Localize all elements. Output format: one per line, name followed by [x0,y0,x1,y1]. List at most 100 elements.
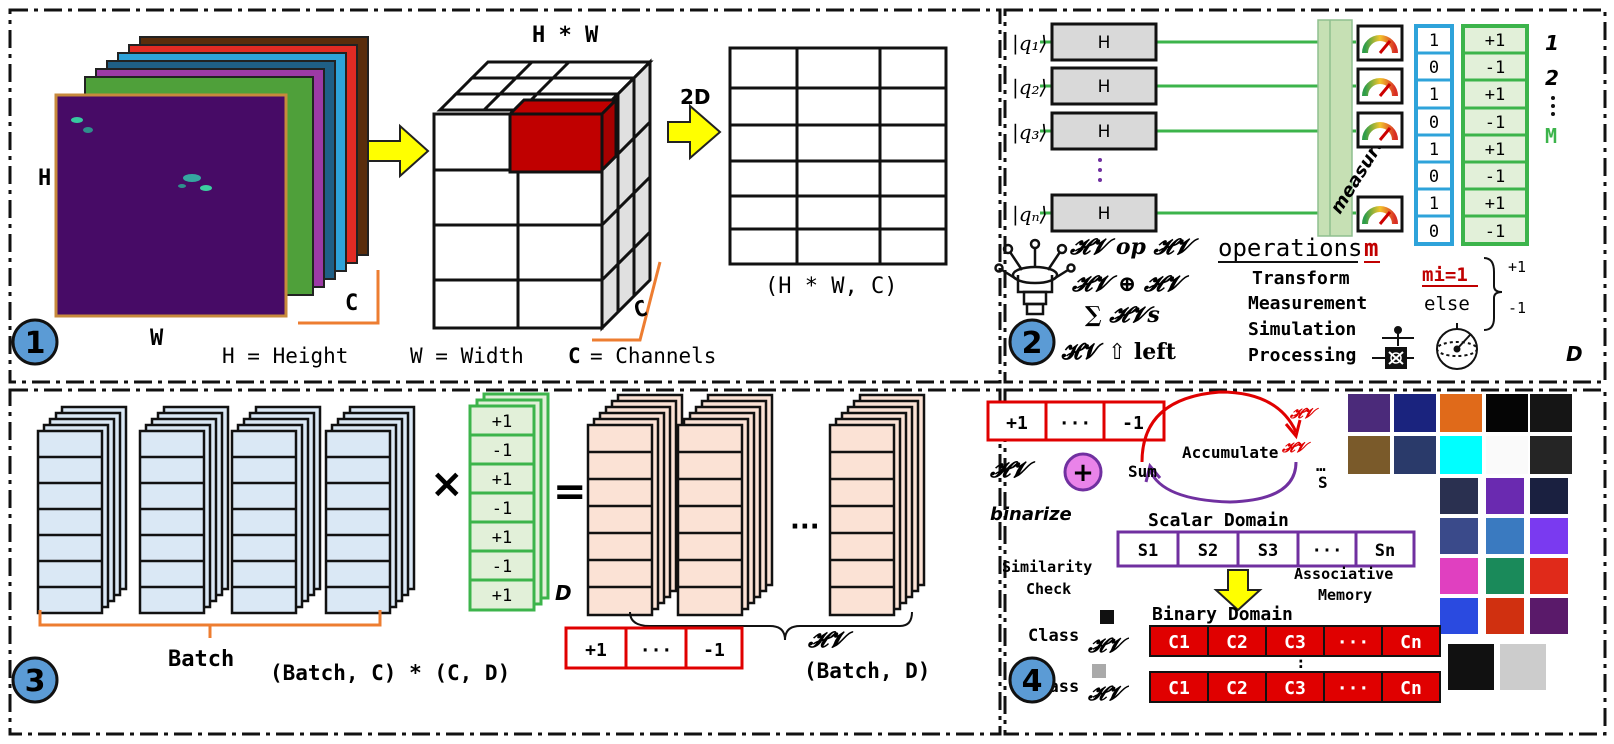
vector-1: -1 [492,441,512,461]
dimension-d: D [1566,342,1583,366]
bipolar-2: +1 [1485,85,1505,105]
hv-top-cell-1: ··· [1059,413,1092,434]
batch-stacks [36,405,416,615]
bit-7: 0 [1429,222,1439,242]
quantum-computer-icon [994,238,1076,316]
hv-top-cell-2: -1 [1122,413,1144,434]
panel-4: +1 ··· -1 𝓗𝓥 + binarize Accumulate 𝓗𝓥 𝓗𝓥… [986,390,1572,705]
bipolar-1: -1 [1485,58,1505,78]
index-m: M [1545,124,1557,148]
class-hv-2: 𝓗𝓥 [1087,681,1130,705]
class2-cell-3: ··· [1337,678,1370,699]
qubit-label-2: |q₂⟩ [1012,75,1047,100]
vector-0: +1 [492,412,512,432]
image-thumbnails [1092,394,1572,690]
panel-1-badge [11,318,59,366]
scalar-cell-0: S1 [1138,541,1158,561]
vector-4: +1 [492,528,512,548]
vector-5: -1 [492,557,512,577]
index-2: 2 [1545,66,1559,90]
meter-icons [1356,24,1404,233]
legend-height: H = Height [222,344,348,368]
panel-2-border [1003,8,1607,384]
bipolar-column [1461,24,1529,246]
sum-label: Sum [1128,462,1157,481]
batch-stack-2 [138,405,230,615]
scalar-cell-2: S3 [1258,541,1278,561]
channel-bracket [298,270,380,325]
class2-cell-4: Cn [1400,678,1422,699]
result-stack-2 [676,393,774,617]
meter-icon-2 [1356,67,1404,105]
result-stack-3 [828,393,926,617]
operations-word: operations [1218,234,1363,262]
hv-small-2: 𝓗𝓥 [1281,440,1312,456]
scalar-cell-3: ··· [1312,541,1343,561]
qubit-label-n: |qₙ⟩ [1012,202,1047,227]
associative-label-2: Memory [1318,586,1372,604]
width-label: W [150,326,164,351]
gate-h-3: H [1098,122,1111,142]
shape-label-2d: (H * W, C) [765,274,897,299]
bipolar-7: -1 [1485,222,1505,242]
arrow-down [1213,569,1263,612]
hv-row-top [986,400,1166,442]
scalar-cell-4: Sn [1375,541,1395,561]
hv-label: 𝓗𝓥 [807,627,854,653]
vector-d-label: D [555,581,572,605]
similarity-label-1: Similarity [1002,558,1092,576]
result-ellipsis: ··· [790,512,820,542]
op-simulation: Simulation [1248,319,1356,340]
op-measurement: Measurement [1248,293,1367,314]
rule-minus: -1 [1508,299,1526,317]
legend-c-letter: C [568,344,581,368]
bit-4: 1 [1429,140,1439,160]
panel-borders [8,8,1607,736]
bit-2: 1 [1429,85,1439,105]
panel-2-badge [1008,318,1056,366]
height-label: H [38,166,51,191]
channel-bracket-2 [592,261,662,342]
binarize-label: binarize [990,504,1072,525]
class1-cell-0: C1 [1168,632,1190,653]
similarity-label-2: Check [1026,580,1071,598]
binary-domain-label: Binary Domain [1152,604,1293,625]
batch-stack-1 [36,405,128,615]
equals-sign: = [553,469,587,515]
arrow-right-1 [367,123,430,179]
panel-3: Batch × +1 -1 +1 -1 +1 -1 +1 D = [11,392,930,704]
batch-stack-4 [324,405,416,615]
vector-6: +1 [492,586,512,606]
meter-icon-n [1356,195,1404,233]
times-sign: × [430,461,464,507]
panel-1: H W C [11,23,948,368]
cube [432,58,654,332]
gate-h-2: H [1098,77,1111,97]
operations-m: m [1364,234,1378,262]
class1-cell-3: ··· [1337,632,1370,653]
circuit-node-icon [1382,326,1414,346]
vector-stack [468,392,550,612]
vector-2: +1 [492,470,512,490]
class-row-1 [1149,625,1441,657]
s-dots: … [1316,456,1326,475]
plus-sign: + [1072,458,1094,488]
batch-stack-3 [230,405,322,615]
gate-h-1: H [1098,33,1111,53]
panel-2-number: 2 [1022,326,1043,361]
batch-label: Batch [168,647,234,672]
gate-h-n: H [1098,204,1111,224]
accumulate-arrow-bottom [1148,461,1298,504]
meter-icon-3 [1356,111,1404,149]
sum-hvs: ∑ 𝓗𝓥s [1085,302,1160,328]
to-2d-label: 2D [680,85,711,109]
hv-cell-0: +1 [585,640,607,661]
class2-cell-1: C2 [1226,678,1248,699]
hv-shift-left: 𝓗𝓥 ⇧ left [1061,339,1177,365]
bit-6: 1 [1429,194,1439,214]
class1-cell-2: C3 [1284,632,1306,653]
panel-4-border [1003,388,1607,736]
hv-xor-hv: 𝓗𝓥 ⊕ 𝓗𝓥 [1071,271,1190,297]
scalar-row [1116,530,1416,568]
batch-bracket [38,610,382,638]
